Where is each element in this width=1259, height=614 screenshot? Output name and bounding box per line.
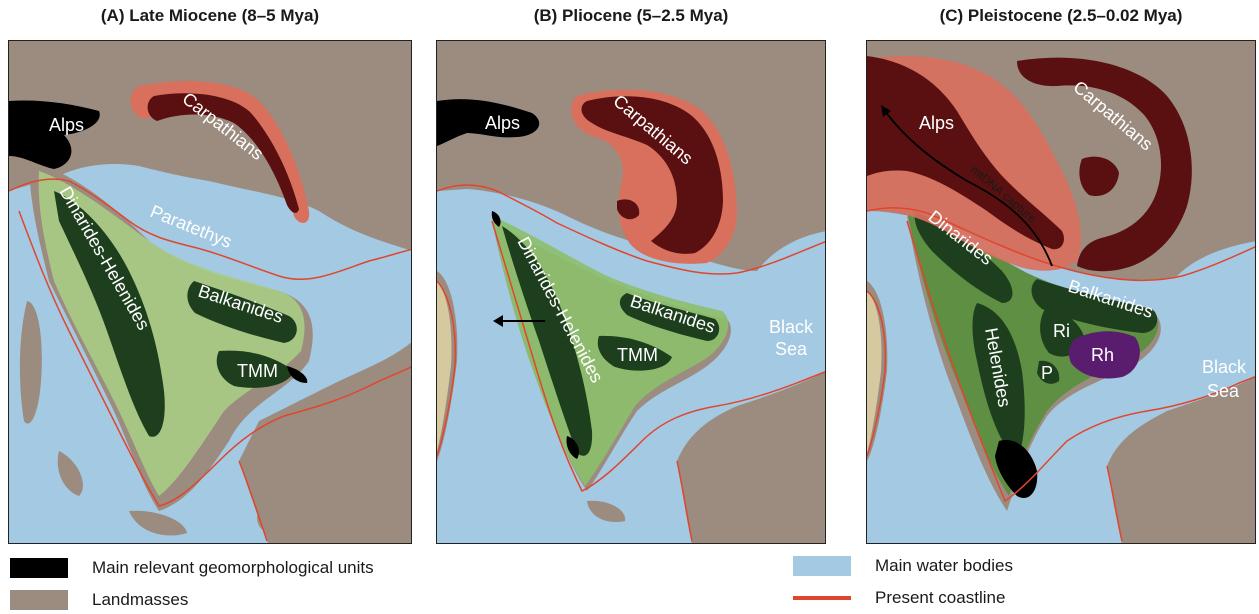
label-alps: Alps	[49, 115, 84, 135]
island	[129, 510, 187, 536]
map-a-svg: Alps Carpathians Dinarides-Helenides Par…	[9, 41, 411, 543]
tip-unit-south	[566, 436, 579, 459]
legend-item: Landmasses	[10, 590, 188, 610]
legend-item: Present coastline	[793, 588, 1005, 608]
carpathians-arc	[1017, 57, 1192, 272]
label-black-sea: Sea	[775, 339, 808, 359]
landmass-west-light	[437, 281, 452, 451]
tmm-unit	[216, 350, 294, 388]
arrow-head-icon	[493, 315, 503, 327]
present-coastline	[867, 290, 887, 457]
landmass-west-light	[867, 291, 882, 453]
map-panel-b: Alps Carpathians Dinarides-Helenides Bal…	[436, 40, 826, 544]
label-alps: Alps	[485, 113, 520, 133]
map-b-svg: Alps Carpathians Dinarides-Helenides Bal…	[437, 41, 825, 543]
legend-label: Landmasses	[92, 590, 189, 609]
present-coastline	[1106, 465, 1123, 542]
helenides-unit	[972, 303, 1025, 461]
legend-swatch-units	[10, 558, 68, 578]
alps-unit	[9, 100, 100, 169]
tmm-unit	[597, 335, 672, 371]
panel-b-title: (B) Pliocene (5–2.5 Mya)	[533, 6, 729, 25]
carpathians-dark	[581, 96, 723, 254]
mtdna-capture-arrow	[884, 110, 1053, 267]
present-coastline	[9, 178, 411, 280]
label-rh: Rh	[1091, 345, 1114, 365]
present-coastline	[491, 220, 825, 493]
label-ri: Ri	[1053, 321, 1070, 341]
legend-swatch-coastline	[793, 596, 851, 600]
island	[587, 500, 626, 523]
carpathians-dark-blob	[617, 199, 640, 220]
label-paratethys: Paratethys	[148, 201, 235, 252]
present-coastline	[238, 460, 268, 542]
label-black-sea: Black	[1202, 357, 1247, 377]
p-unit	[1037, 360, 1060, 384]
label-black-sea: Sea	[1207, 381, 1240, 401]
label-p: P	[1041, 363, 1053, 383]
map-panel-a: Alps Carpathians Dinarides-Helenides Par…	[8, 40, 412, 544]
alps-unit	[437, 99, 540, 146]
label-alps: Alps	[919, 113, 954, 133]
island	[19, 301, 42, 424]
carpathians-dark	[867, 56, 1064, 250]
landmass	[239, 342, 411, 543]
map-c-svg: Alps Carpathians mtDNA capture Dinarides…	[867, 41, 1255, 543]
dinarides-helenides-unit	[502, 226, 593, 456]
carpathians-dark	[147, 93, 299, 213]
label-black-sea: Black	[769, 317, 814, 337]
balkanides-unit	[619, 293, 720, 341]
panel-c-title: (C) Pleistocene (2.5–0.02 Mya)	[939, 6, 1183, 25]
arrow-head-icon	[881, 105, 891, 117]
rh-unit	[1068, 331, 1140, 379]
present-coastline	[437, 184, 825, 275]
label-tmm: TMM	[617, 345, 658, 365]
tmm-black-unit	[287, 366, 308, 383]
legend-label: Present coastline	[875, 588, 1006, 607]
legend-swatch-landmasses	[10, 590, 68, 610]
landmass	[677, 371, 825, 543]
balkanides-unit	[1031, 279, 1158, 333]
carpathians-arc-inner	[1079, 156, 1119, 197]
label-tmm: TMM	[237, 361, 278, 381]
tip-unit	[491, 211, 501, 227]
present-coastline	[437, 280, 457, 457]
legend-label: Main relevant geomorphological units	[92, 558, 374, 577]
map-panel-c: Alps Carpathians mtDNA capture Dinarides…	[866, 40, 1256, 544]
island	[57, 451, 83, 496]
landmass	[9, 41, 411, 251]
present-coastline	[676, 460, 693, 542]
dinarides-unit	[914, 211, 1013, 303]
present-coastline	[906, 220, 1255, 503]
panel-a-title: (A) Late Miocene (8–5 Mya)	[100, 6, 320, 25]
legend-item: Main relevant geomorphological units	[10, 558, 374, 578]
landmass	[1107, 376, 1255, 543]
legend-label: Main water bodies	[875, 556, 1013, 575]
legend-item: Main water bodies	[793, 556, 1013, 576]
carpathians-light	[130, 81, 310, 223]
present-coastline	[18, 210, 411, 507]
legend-swatch-water	[793, 556, 851, 576]
dinarides-helenides-unit	[54, 191, 165, 437]
balkanides-unit	[187, 281, 297, 343]
